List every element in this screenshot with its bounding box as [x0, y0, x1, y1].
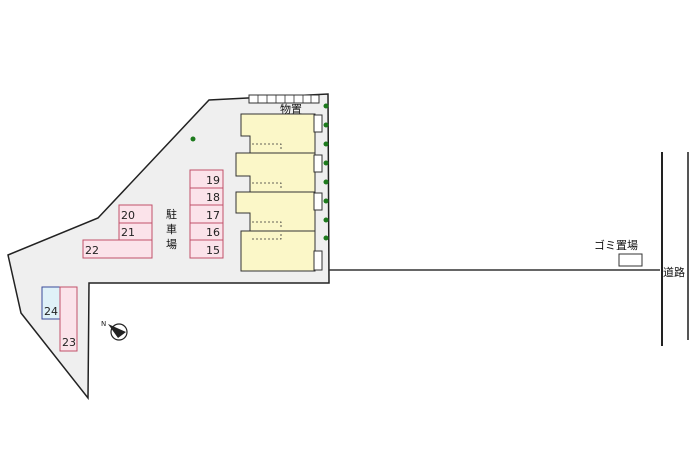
north-compass-icon: N — [101, 320, 128, 341]
space-number: 20 — [121, 209, 135, 222]
svg-text:N: N — [101, 320, 106, 328]
garbage-label: ゴミ置場 — [594, 238, 638, 252]
tree-icon — [323, 235, 329, 241]
tree-icon — [190, 136, 196, 142]
storage-label: 物置 — [280, 102, 302, 116]
parking-label: 場 — [166, 238, 177, 251]
garbage-area — [618, 253, 643, 267]
parking-space-22 — [82, 239, 153, 259]
tree-icon — [323, 160, 329, 166]
space-number: 21 — [121, 226, 135, 239]
tree-icon — [323, 122, 329, 128]
storage-shed — [248, 94, 320, 104]
parking-label: 車 — [166, 222, 177, 236]
space-number: 17 — [206, 209, 220, 222]
space-number: 16 — [206, 226, 220, 239]
tree-row — [190, 103, 329, 241]
tree-icon — [323, 103, 329, 109]
tree-icon — [323, 179, 329, 185]
space-number: 22 — [85, 244, 99, 257]
apartment-building — [235, 113, 323, 272]
tree-icon — [323, 141, 329, 147]
space-number: 18 — [206, 191, 220, 204]
space-number: 19 — [206, 174, 220, 187]
space-number: 23 — [62, 336, 76, 349]
tree-icon — [323, 198, 329, 204]
parking-area — [41, 169, 224, 352]
road-label: 道路 — [663, 265, 685, 279]
tree-icon — [323, 217, 329, 223]
parking-space-15 — [189, 239, 224, 259]
parking-label: 駐 — [166, 207, 177, 221]
space-number: 24 — [44, 305, 58, 318]
space-number: 15 — [206, 244, 220, 257]
parking-space-23 — [59, 286, 78, 352]
